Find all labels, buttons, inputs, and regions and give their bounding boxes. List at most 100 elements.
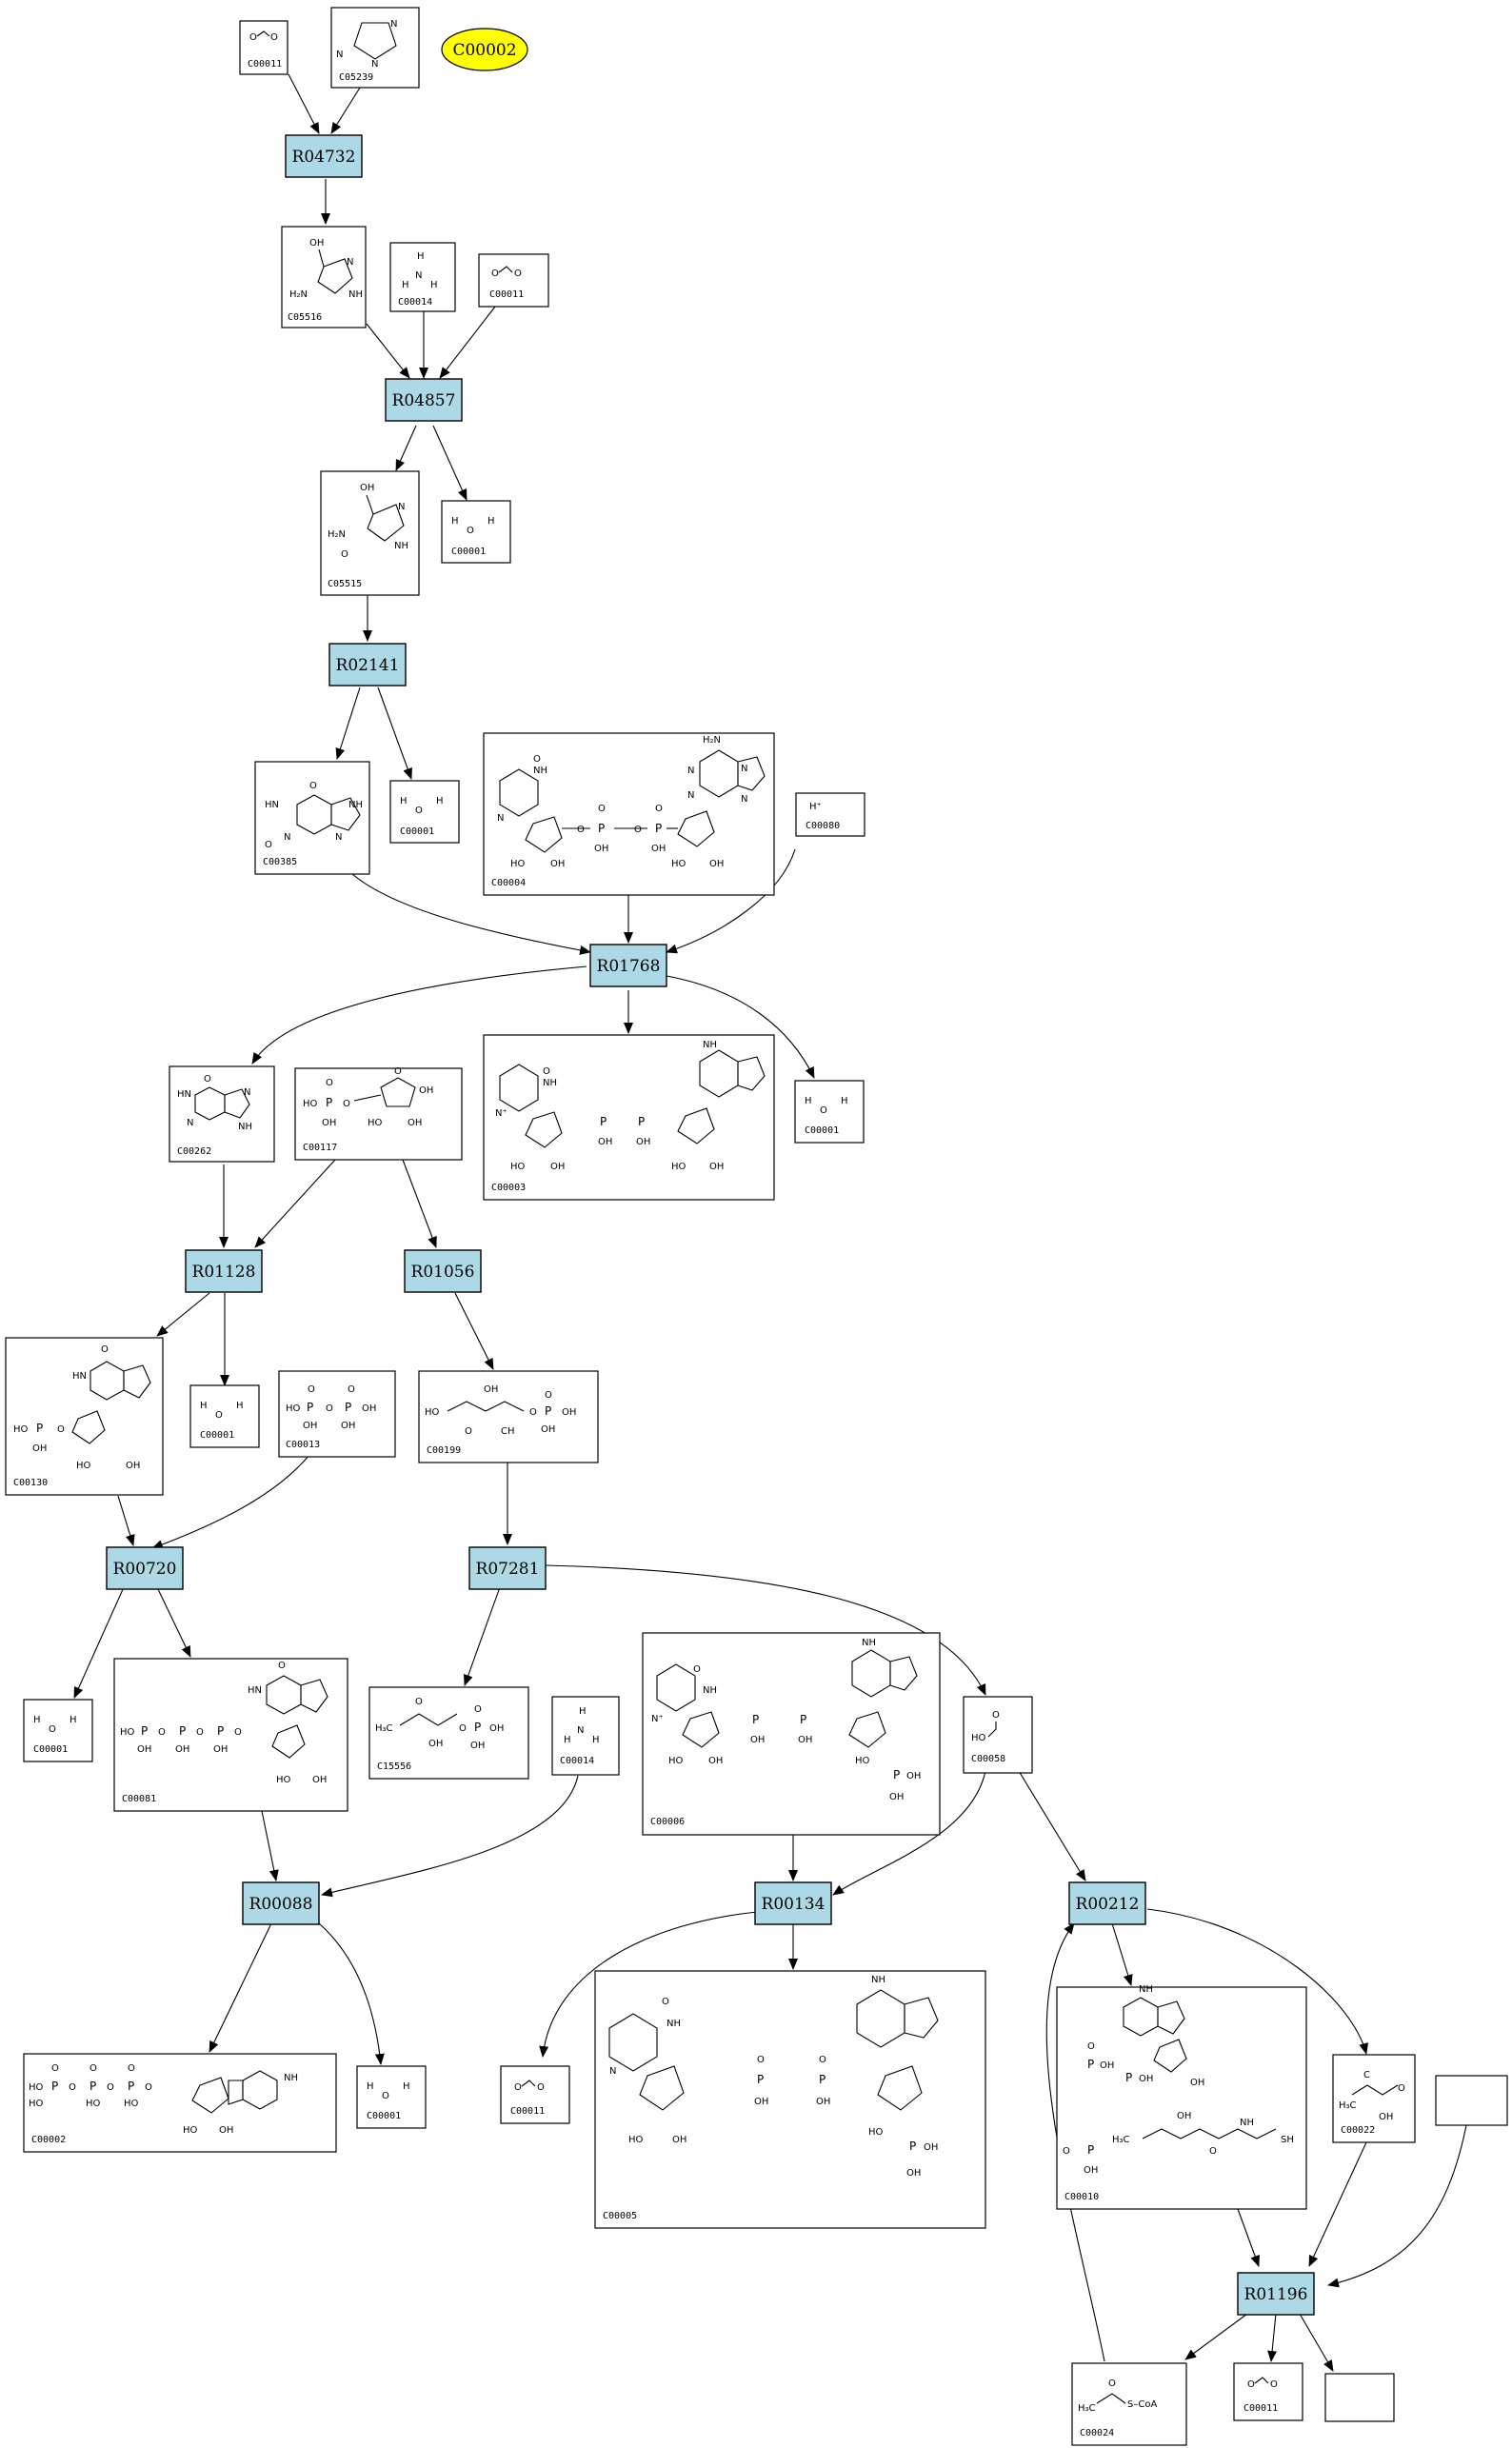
compound-box xyxy=(1435,2075,1508,2126)
structure-water: H O H xyxy=(400,796,444,816)
structure-nad: O NH N⁺ P P OH OH HO OH HO OH NH xyxy=(495,1040,766,1172)
compound-C15556[interactable]: H₃C O OH O P OH O OH C15556 xyxy=(368,1686,529,1780)
atom-label: H xyxy=(805,1096,812,1106)
atom-label: P xyxy=(1087,2058,1094,2071)
compound-C00011[interactable]: O O C00011 xyxy=(239,20,288,75)
atom-label: NH xyxy=(348,800,363,810)
compound-C00001[interactable]: H O H C00001 xyxy=(794,1080,865,1144)
compound-C00005[interactable]: O NH N P P O O OH OH HO OH HO P OH OH NH… xyxy=(594,1970,986,2229)
reaction-R00720[interactable]: R00720 xyxy=(106,1546,184,1590)
reaction-R01056[interactable]: R01056 xyxy=(404,1249,482,1293)
compound-C00001[interactable]: H O H C00001 xyxy=(441,500,511,564)
atom-label: H₃C xyxy=(375,1723,393,1734)
atom-label: O xyxy=(415,806,423,816)
compound-C00001[interactable]: H O H C00001 xyxy=(356,2065,427,2129)
compound-box xyxy=(963,1696,1033,1774)
reaction-R01196[interactable]: R01196 xyxy=(1237,2272,1315,2316)
compound-C00010[interactable]: NH P OH O P OH OH P O OH H₃C OH O NH SH … xyxy=(1056,1984,1307,2210)
atom-label: O xyxy=(278,1661,286,1671)
atom-label: O xyxy=(467,526,474,536)
compound-id: C00005 xyxy=(603,2211,637,2221)
compound-id: C00001 xyxy=(805,1125,839,1136)
atom-label: HO xyxy=(276,1775,291,1785)
compound-C05239[interactable]: N N N C05239 xyxy=(330,7,420,89)
compound-C00011[interactable]: O O C00011 xyxy=(478,253,549,308)
structure-pyruvate: C H₃C OH O xyxy=(1339,2070,1405,2122)
compound-C05515[interactable]: OH H₂N N NH O C05515 xyxy=(320,470,420,596)
reaction-R07281[interactable]: R07281 xyxy=(468,1546,547,1590)
compound-id: C00001 xyxy=(200,1430,234,1441)
edge xyxy=(545,1564,986,1696)
edge xyxy=(335,687,361,760)
structure-imp: O HN HO P OH O HO OH xyxy=(13,1344,151,1471)
atom-label: O xyxy=(249,32,257,43)
compound-C00080[interactable]: H⁺ C00080 xyxy=(795,792,865,837)
compound-C00081[interactable]: O HN HO P P P O O O OH OH OH HO OH C0008… xyxy=(113,1658,348,1812)
reaction-R04732[interactable]: R04732 xyxy=(285,134,363,178)
reaction-R01768[interactable]: R01768 xyxy=(589,944,667,987)
compound-C00014[interactable]: H N H H C00014 xyxy=(551,1696,620,1776)
reaction-R00212[interactable]: R00212 xyxy=(1068,1881,1146,1925)
compound-C00130[interactable]: O HN HO P OH O HO OH C00130 xyxy=(5,1337,164,1496)
atom-label: P xyxy=(893,1768,900,1781)
compound-C00013[interactable]: O O HO P O P OH OH OH C00013 xyxy=(278,1370,396,1458)
atom-label: O xyxy=(1209,2146,1217,2157)
atom-label: O xyxy=(693,1664,701,1675)
atom-label: O xyxy=(655,804,663,814)
compound-C00003[interactable]: O NH N⁺ P P OH OH HO OH HO OH NH C00003 xyxy=(483,1034,775,1201)
reaction-R00134[interactable]: R00134 xyxy=(754,1881,832,1925)
reaction-R00088[interactable]: R00088 xyxy=(242,1881,320,1925)
atom-label: C xyxy=(1363,2070,1370,2080)
compound-box xyxy=(389,242,456,312)
compound-C00014[interactable]: H N H H C00014 xyxy=(389,242,456,312)
compound-C00117[interactable]: HO P O OH O O OH HO OH C00117 xyxy=(294,1066,463,1161)
edge xyxy=(321,1775,579,1898)
compound-C00002[interactable]: HO P P P O O O O O O HO HO HO HO OH NH C… xyxy=(23,2053,337,2153)
reaction-R01128[interactable]: R01128 xyxy=(185,1249,263,1293)
reaction-box xyxy=(328,643,407,687)
compound-C00199[interactable]: HO OH O CH O P OH O OH C00199 xyxy=(418,1370,599,1463)
compound-box xyxy=(483,732,775,896)
compound-id: C15556 xyxy=(377,1761,411,1772)
compound-box xyxy=(642,1632,941,1836)
compound-C00058[interactable]: O HO C00058 xyxy=(963,1696,1033,1774)
compound-unlabeled[interactable] xyxy=(1324,2373,1395,2422)
atom-label: NH xyxy=(703,1685,717,1696)
compound-id: C00014 xyxy=(398,297,432,308)
atom-label: HO xyxy=(510,1162,526,1172)
compound-C05516[interactable]: OH H₂N N NH C05516 xyxy=(281,226,367,328)
compound-box xyxy=(23,2053,337,2153)
compound-C00011[interactable]: O O C00011 xyxy=(1233,2362,1303,2421)
reaction-R02141[interactable]: R02141 xyxy=(328,643,407,687)
reaction-box xyxy=(1237,2272,1315,2316)
compound-C00001[interactable]: H O H C00001 xyxy=(189,1384,260,1448)
edge xyxy=(1299,2313,1334,2372)
atom-label: HN xyxy=(177,1089,191,1100)
atom-label: NH xyxy=(703,1040,717,1050)
atom-label: O xyxy=(992,1710,1000,1721)
atom-label: HO xyxy=(368,1118,383,1128)
compound-id: C00001 xyxy=(451,547,486,557)
compound-C00004[interactable]: O NH N P P O O O O OH OH HO OH HO OH H₂N… xyxy=(483,732,775,896)
edge xyxy=(156,1586,191,1658)
compound-C00022[interactable]: C H₃C OH O C00022 xyxy=(1332,2054,1416,2143)
atom-label: O xyxy=(1398,2083,1405,2094)
compound-C00006[interactable]: O NH N⁺ P P OH OH HO OH HO P OH OH NH C0… xyxy=(642,1632,941,1836)
atom-label: P xyxy=(545,1404,551,1418)
compound-unlabeled[interactable] xyxy=(1435,2075,1508,2126)
compound-id: C00011 xyxy=(510,2106,545,2117)
atom-label: NH xyxy=(871,1975,885,1985)
compound-C00001[interactable]: H O H C00001 xyxy=(389,780,460,844)
structure-coa: NH P OH O P OH OH P O OH H₃C OH O NH SH xyxy=(1063,1984,1294,2176)
compound-C00385[interactable]: O HN NH O N N C00385 xyxy=(254,761,370,875)
reaction-label: R01056 xyxy=(411,1263,475,1282)
reaction-R04857[interactable]: R04857 xyxy=(385,378,463,422)
compound-C00001[interactable]: H O H C00001 xyxy=(23,1699,93,1762)
structure-itp: O HN HO P P P O O O OH OH OH HO OH xyxy=(120,1661,328,1785)
compound-C00262[interactable]: O HN N NH N C00262 xyxy=(169,1065,275,1163)
start-node[interactable]: C00002 xyxy=(441,28,528,71)
compound-box xyxy=(189,1384,260,1448)
compound-C00011[interactable]: O O C00011 xyxy=(500,2065,570,2124)
compound-C00024[interactable]: O H₃C S–CoA C00024 xyxy=(1071,2362,1187,2446)
atom-label: H xyxy=(451,516,459,527)
